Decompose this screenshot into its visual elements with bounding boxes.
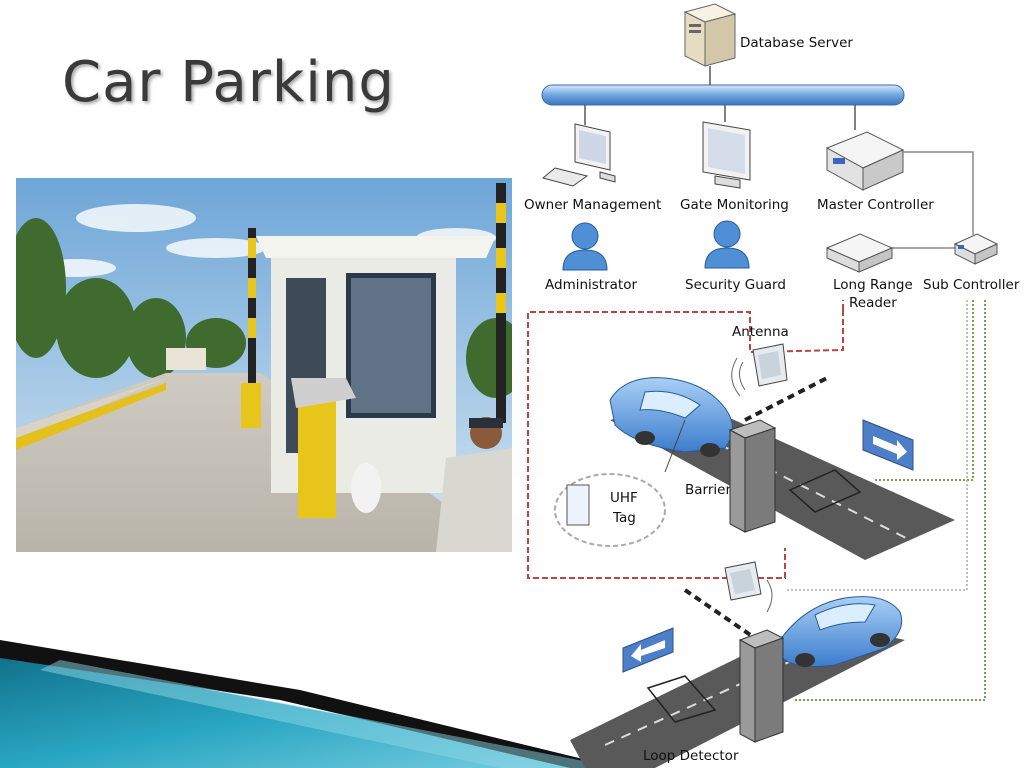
network-bus bbox=[541, 84, 905, 106]
antenna-label: Antenna bbox=[732, 324, 789, 340]
left-arrow-icon bbox=[622, 627, 674, 673]
security-guard-label: Security Guard bbox=[685, 277, 786, 293]
administrator-label: Administrator bbox=[545, 277, 637, 293]
security-guard-person-icon bbox=[704, 220, 750, 269]
parking-booth-photo bbox=[16, 178, 512, 552]
administrator-person-icon bbox=[562, 222, 608, 271]
right-arrow-icon bbox=[862, 419, 914, 471]
antenna-icon bbox=[731, 343, 788, 397]
computer-icon bbox=[541, 123, 616, 187]
owner-management-label: Owner Management bbox=[524, 197, 661, 213]
long-range-reader-icon bbox=[825, 233, 894, 273]
barrier-label: Barrier bbox=[685, 482, 731, 498]
long-range-reader-label-1: Long Range bbox=[833, 277, 913, 293]
monitor-icon bbox=[702, 121, 751, 189]
database-server-label: Database Server bbox=[740, 35, 853, 51]
decorative-corner-swoosh bbox=[0, 640, 620, 768]
slide-title: Car Parking bbox=[62, 50, 395, 115]
uhf-tag-label-2: Tag bbox=[612, 510, 636, 526]
master-controller-icon bbox=[825, 131, 905, 191]
sub-controller-icon bbox=[953, 233, 999, 265]
uhf-tag-icon bbox=[566, 484, 590, 526]
car-exit-icon bbox=[779, 596, 903, 667]
uhf-tag-label-1: UHF bbox=[610, 490, 638, 506]
car-entry-icon bbox=[609, 377, 733, 457]
gate-monitoring-label: Gate Monitoring bbox=[680, 197, 789, 213]
database-server-icon bbox=[683, 3, 737, 67]
long-range-reader-label-2: Reader bbox=[849, 295, 897, 311]
loop-detector-label: Loop Detector bbox=[643, 748, 739, 764]
exit-antenna-icon bbox=[724, 561, 773, 613]
parking-system-diagram: Database Server Owner Management Gate Mo… bbox=[524, 3, 1020, 768]
exit-barrier-pillar-icon bbox=[738, 629, 785, 743]
sub-controller-label: Sub Controller bbox=[923, 277, 1020, 293]
barrier-pillar-icon bbox=[728, 419, 777, 533]
master-controller-label: Master Controller bbox=[817, 197, 934, 213]
